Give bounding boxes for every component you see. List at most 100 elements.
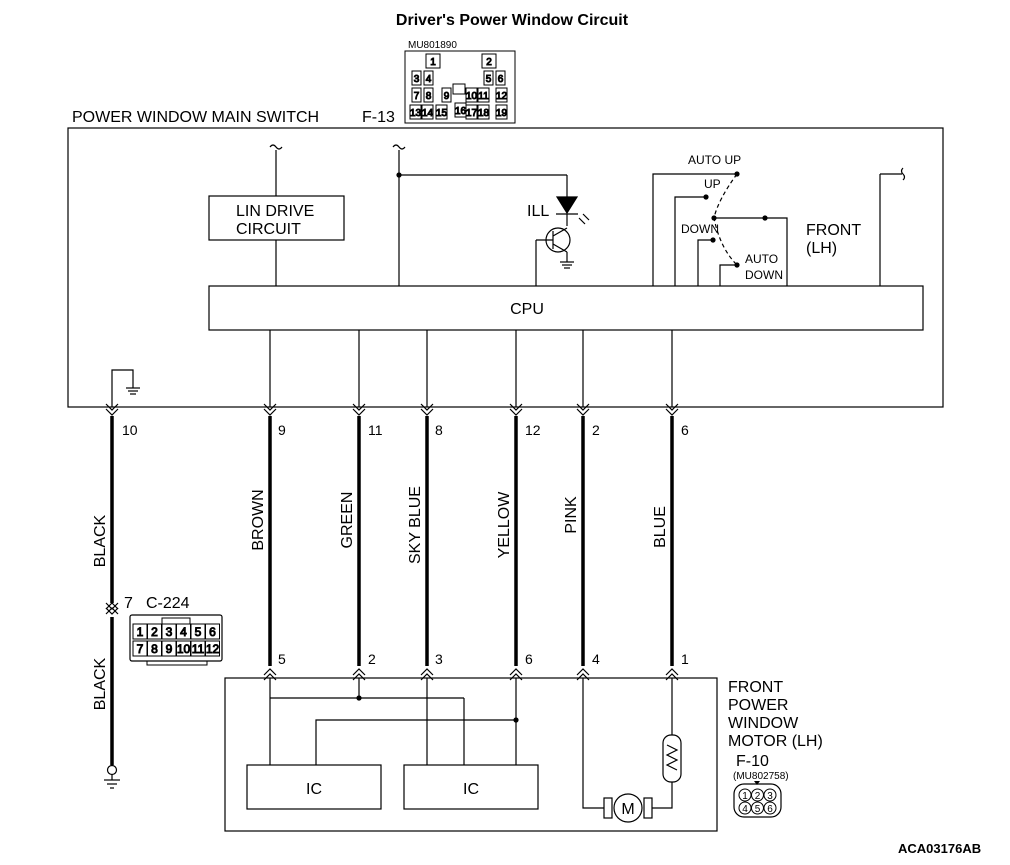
pin-bottom-5: 5 — [278, 651, 286, 667]
f13-pin-cell — [423, 87, 434, 103]
connector-chevron — [352, 403, 366, 411]
wire-color-brown: BROWN — [250, 489, 267, 550]
switch-auto-down-2: DOWN — [745, 268, 783, 282]
f13-pin-label: 11 — [478, 91, 489, 102]
f13-pin-label: 2 — [486, 57, 492, 68]
f13-pin-label: 8 — [426, 91, 432, 102]
c224-pin-label: 11 — [192, 642, 205, 656]
f13-pin-label: 10 — [466, 91, 478, 102]
switch-auto-up: AUTO UP — [688, 153, 741, 167]
c224-pin-label: 4 — [180, 625, 187, 639]
f13-key — [452, 83, 466, 95]
harness-wires — [110, 416, 674, 765]
f13-pin-cell — [495, 104, 508, 120]
main-switch-connector: F-13 — [362, 109, 395, 126]
connector-chevron — [263, 668, 277, 676]
connector-chevron — [352, 408, 366, 416]
connector-chevron — [105, 607, 119, 615]
c224-pin-label: 5 — [195, 625, 202, 639]
f10-pin-label: 5 — [755, 804, 761, 815]
f13-pin-label: 1 — [430, 57, 436, 68]
motor-symbol: M — [621, 801, 634, 818]
connector-chevron — [263, 408, 277, 416]
connector-chevron — [665, 668, 679, 676]
f13-pin-label: 9 — [444, 91, 450, 102]
f13-pin-cell — [409, 104, 422, 120]
connector-chevron — [420, 668, 434, 676]
motor-label-1: FRONT — [728, 679, 783, 696]
pin-bottom-6: 6 — [525, 651, 533, 667]
c224-pin-label: 10 — [177, 642, 191, 656]
c224-pin-label: 2 — [151, 625, 158, 639]
figure-id: ACA03176AB — [898, 841, 981, 856]
pin-bottom-2: 2 — [368, 651, 376, 667]
c224-pin: 7 — [124, 595, 133, 612]
c224-latch — [161, 617, 191, 625]
wire-color-yellow: YELLOW — [496, 491, 513, 559]
c224-pin-label: 8 — [151, 642, 158, 656]
connector-chevron — [509, 403, 523, 411]
f13-pin-label: 4 — [426, 74, 432, 85]
motor-label-3: WINDOW — [728, 715, 799, 732]
c224-pin-label: 6 — [209, 625, 216, 639]
connector-chevron — [105, 403, 119, 411]
f10-pin-label: 2 — [755, 791, 761, 802]
connector-chevron — [263, 403, 277, 411]
main-switch-label: POWER WINDOW MAIN SWITCH — [72, 109, 319, 126]
c224-pin-cell — [205, 623, 220, 640]
switch-auto-down-1: AUTO — [745, 252, 778, 266]
f13-pin-cell — [481, 53, 497, 69]
f10-pin-cell — [763, 801, 777, 815]
f13-pin-label: 12 — [496, 91, 508, 102]
ill-label: ILL — [527, 203, 549, 220]
f10-pin-label: 1 — [742, 791, 748, 802]
connector-chevron — [576, 668, 590, 676]
f13-pin-label: 14 — [422, 108, 434, 119]
pin-bottom-1: 1 — [681, 651, 689, 667]
f13-pin-cell — [411, 87, 422, 103]
f13-pin-cell — [465, 104, 478, 120]
f13-pin-label: 17 — [466, 108, 478, 119]
connector-chevron — [509, 668, 523, 676]
f13-pin-label: 6 — [498, 74, 504, 85]
wire-color-pink: PINK — [563, 496, 580, 534]
ic-left-label: IC — [306, 781, 322, 798]
diagram-title: Driver's Power Window Circuit — [396, 12, 629, 29]
cpu-box — [208, 285, 924, 331]
pin-top-9: 9 — [278, 422, 286, 438]
connector-chevron — [105, 408, 119, 416]
f13-pin-cell — [425, 53, 441, 69]
f13-pin-label: 16 — [455, 106, 467, 117]
c224-pin-label: 1 — [137, 625, 144, 639]
wire-color-green: GREEN — [339, 492, 356, 549]
cpu-label: CPU — [510, 301, 544, 318]
f13-pin-cell — [495, 70, 506, 86]
f13-pin-cell — [477, 104, 490, 120]
f13-pin-label: 13 — [410, 108, 422, 119]
f10-pin-label: 6 — [767, 804, 773, 815]
f13-pin-cell — [441, 87, 452, 103]
pin-bottom-4: 4 — [592, 651, 600, 667]
front-lh-line1: FRONT — [806, 222, 861, 239]
pin-top-2: 2 — [592, 422, 600, 438]
motor-internal-wiring — [269, 678, 682, 823]
lin-drive-line2: CIRCUIT — [236, 221, 301, 238]
wire-color-black-upper: BLACK — [92, 514, 109, 567]
pin-top-6: 6 — [681, 422, 689, 438]
main-switch-internal-wiring — [111, 144, 906, 407]
motor-box — [224, 677, 718, 832]
f13-pin-label: 19 — [496, 108, 508, 119]
connector-chevron — [105, 602, 119, 610]
front-lh-line2: (LH) — [806, 240, 837, 257]
f13-pin-label: 15 — [436, 108, 448, 119]
f13-pin-label: 5 — [486, 74, 492, 85]
switch-down: DOWN — [681, 222, 719, 236]
motor-label-4: MOTOR (LH) — [728, 733, 823, 750]
f13-pin-label: 18 — [478, 108, 490, 119]
pin-bottom-3: 3 — [435, 651, 443, 667]
c224-pin-label: 9 — [166, 642, 173, 656]
c224-pin-label: 3 — [166, 625, 173, 639]
